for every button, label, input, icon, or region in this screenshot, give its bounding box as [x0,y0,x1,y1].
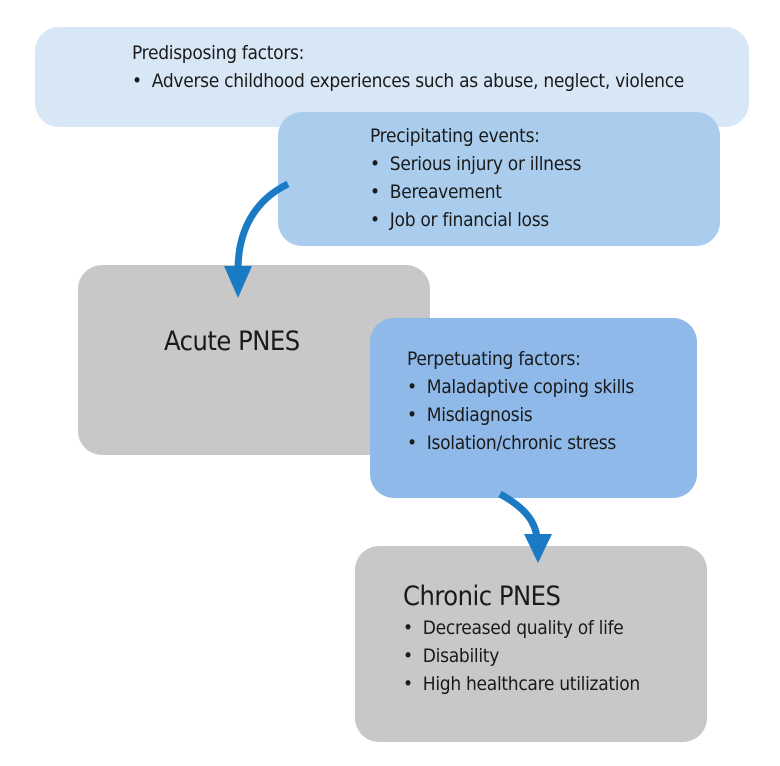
list-item: Disability [403,642,707,670]
arrow-perpetuating-to-chronic [498,490,552,563]
list-item: High healthcare utilization [403,670,707,698]
precipitating-title: Precipitating events: [370,125,540,147]
predisposing-title: Predisposing factors: [132,42,305,64]
list-item: Serious injury or illness [370,150,720,178]
perpetuating-factors-box: Perpetuating factors: Maladaptive coping… [370,318,697,498]
list-item: Maladaptive coping skills [407,373,697,401]
list-item: Misdiagnosis [407,401,697,429]
list-item: Isolation/chronic stress [407,429,697,457]
list-item: Job or financial loss [370,206,720,234]
list-item: Adverse childhood experiences such as ab… [132,67,749,95]
predisposing-factors-box: Predisposing factors: Adverse childhood … [35,27,749,127]
list-item: Decreased quality of life [403,614,707,642]
list-item: Bereavement [370,178,720,206]
chronic-title: Chronic PNES [403,581,561,612]
acute-title: Acute PNES [164,326,300,357]
precipitating-events-box: Precipitating events: Serious injury or … [278,112,720,246]
perpetuating-title: Perpetuating factors: [407,348,581,370]
arrow-precipitating-to-acute [224,180,290,298]
chronic-pnes-box: Chronic PNES Decreased quality of life D… [355,546,707,742]
